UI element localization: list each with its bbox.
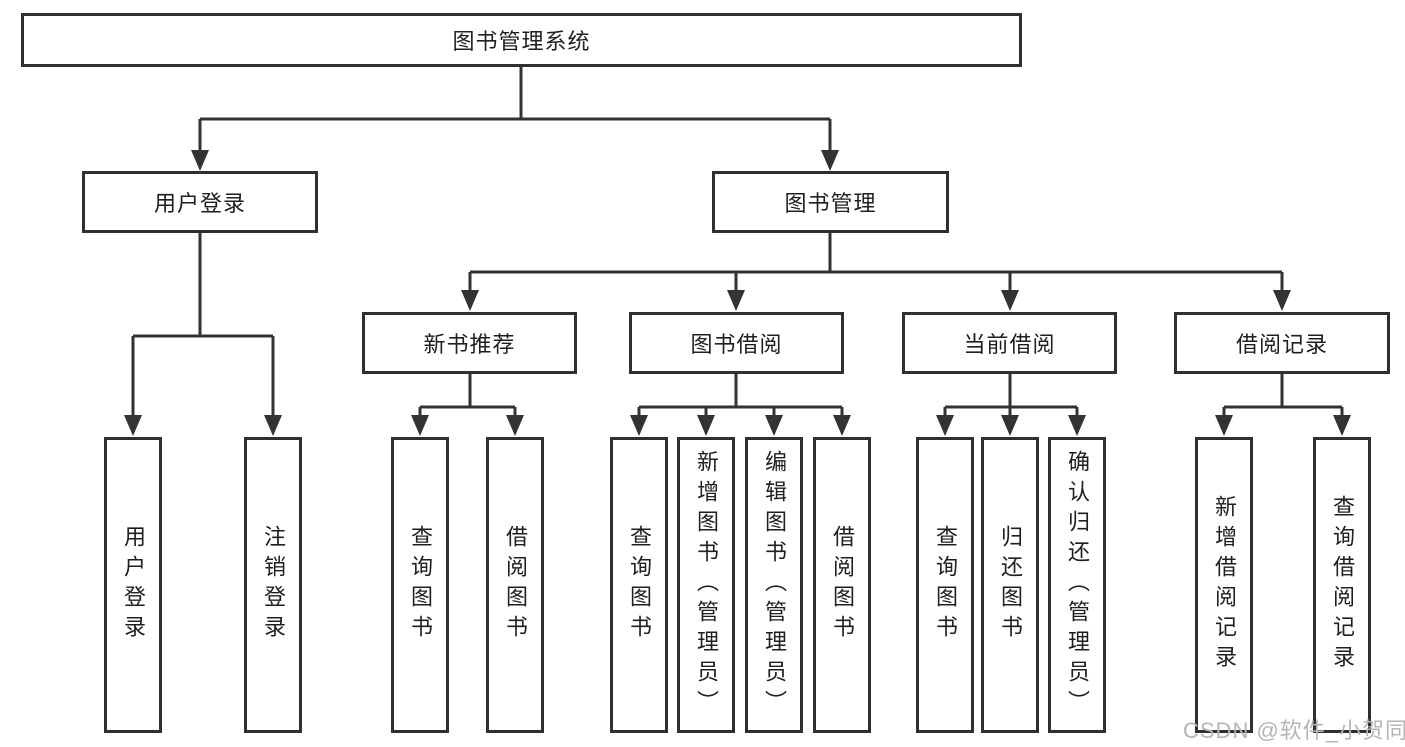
leaf-label: 编辑图书（管理员） (762, 450, 787, 720)
leaf-logout: 注销登录 (244, 437, 302, 733)
watermark: CSDN @软件_小贺同学 (1183, 718, 1405, 743)
leaf-add-borrow-record: 新增借阅记录 (1195, 437, 1253, 733)
leaf-query-books-recommend: 查询图书 (391, 437, 449, 733)
node-label: 图书借阅 (690, 332, 783, 357)
node-label: 借阅记录 (1235, 332, 1328, 357)
leaf-label: 用户登录 (121, 525, 146, 645)
node-label: 图书管理 (784, 191, 877, 216)
node-book-management: 图书管理 (712, 171, 949, 233)
leaf-label: 借阅图书 (503, 525, 528, 645)
leaf-label: 注销登录 (261, 525, 286, 645)
leaf-borrow-books: 借阅图书 (813, 437, 871, 733)
leaf-label: 归还图书 (998, 525, 1023, 645)
node-borrow-records: 借阅记录 (1174, 312, 1390, 374)
leaf-query-borrow-record: 查询借阅记录 (1313, 437, 1371, 733)
leaf-label: 查询图书 (408, 525, 433, 645)
leaf-return-book: 归还图书 (981, 437, 1039, 733)
leaf-edit-book-admin: 编辑图书（管理员） (745, 437, 803, 733)
leaf-label: 查询图书 (627, 525, 652, 645)
node-root-label: 图书管理系统 (452, 29, 591, 54)
leaf-label: 确认归还（管理员） (1065, 450, 1090, 720)
node-book-borrow: 图书借阅 (629, 312, 844, 374)
leaf-label: 查询图书 (933, 525, 958, 645)
node-label: 新书推荐 (423, 332, 516, 357)
leaf-label: 新增借阅记录 (1212, 495, 1237, 675)
leaf-query-books-borrow: 查询图书 (610, 437, 668, 733)
leaf-label: 新增图书（管理员） (694, 450, 719, 720)
leaf-confirm-return-admin: 确认归还（管理员） (1048, 437, 1106, 733)
leaf-add-book-admin: 新增图书（管理员） (677, 437, 735, 733)
node-user-login-branch: 用户登录 (82, 171, 318, 233)
node-label: 当前借阅 (963, 332, 1056, 357)
node-current-borrow: 当前借阅 (902, 312, 1117, 374)
leaf-query-books-current: 查询图书 (916, 437, 974, 733)
leaf-borrow-books-recommend: 借阅图书 (486, 437, 544, 733)
arrowheads (124, 150, 1351, 436)
node-root: 图书管理系统 (21, 13, 1022, 67)
leaf-label: 借阅图书 (830, 525, 855, 645)
node-new-book-recommend: 新书推荐 (362, 312, 577, 374)
leaf-user-login: 用户登录 (104, 437, 162, 733)
tree-edges (131, 67, 1344, 417)
leaf-label: 查询借阅记录 (1330, 495, 1355, 675)
node-label: 用户登录 (153, 191, 246, 216)
